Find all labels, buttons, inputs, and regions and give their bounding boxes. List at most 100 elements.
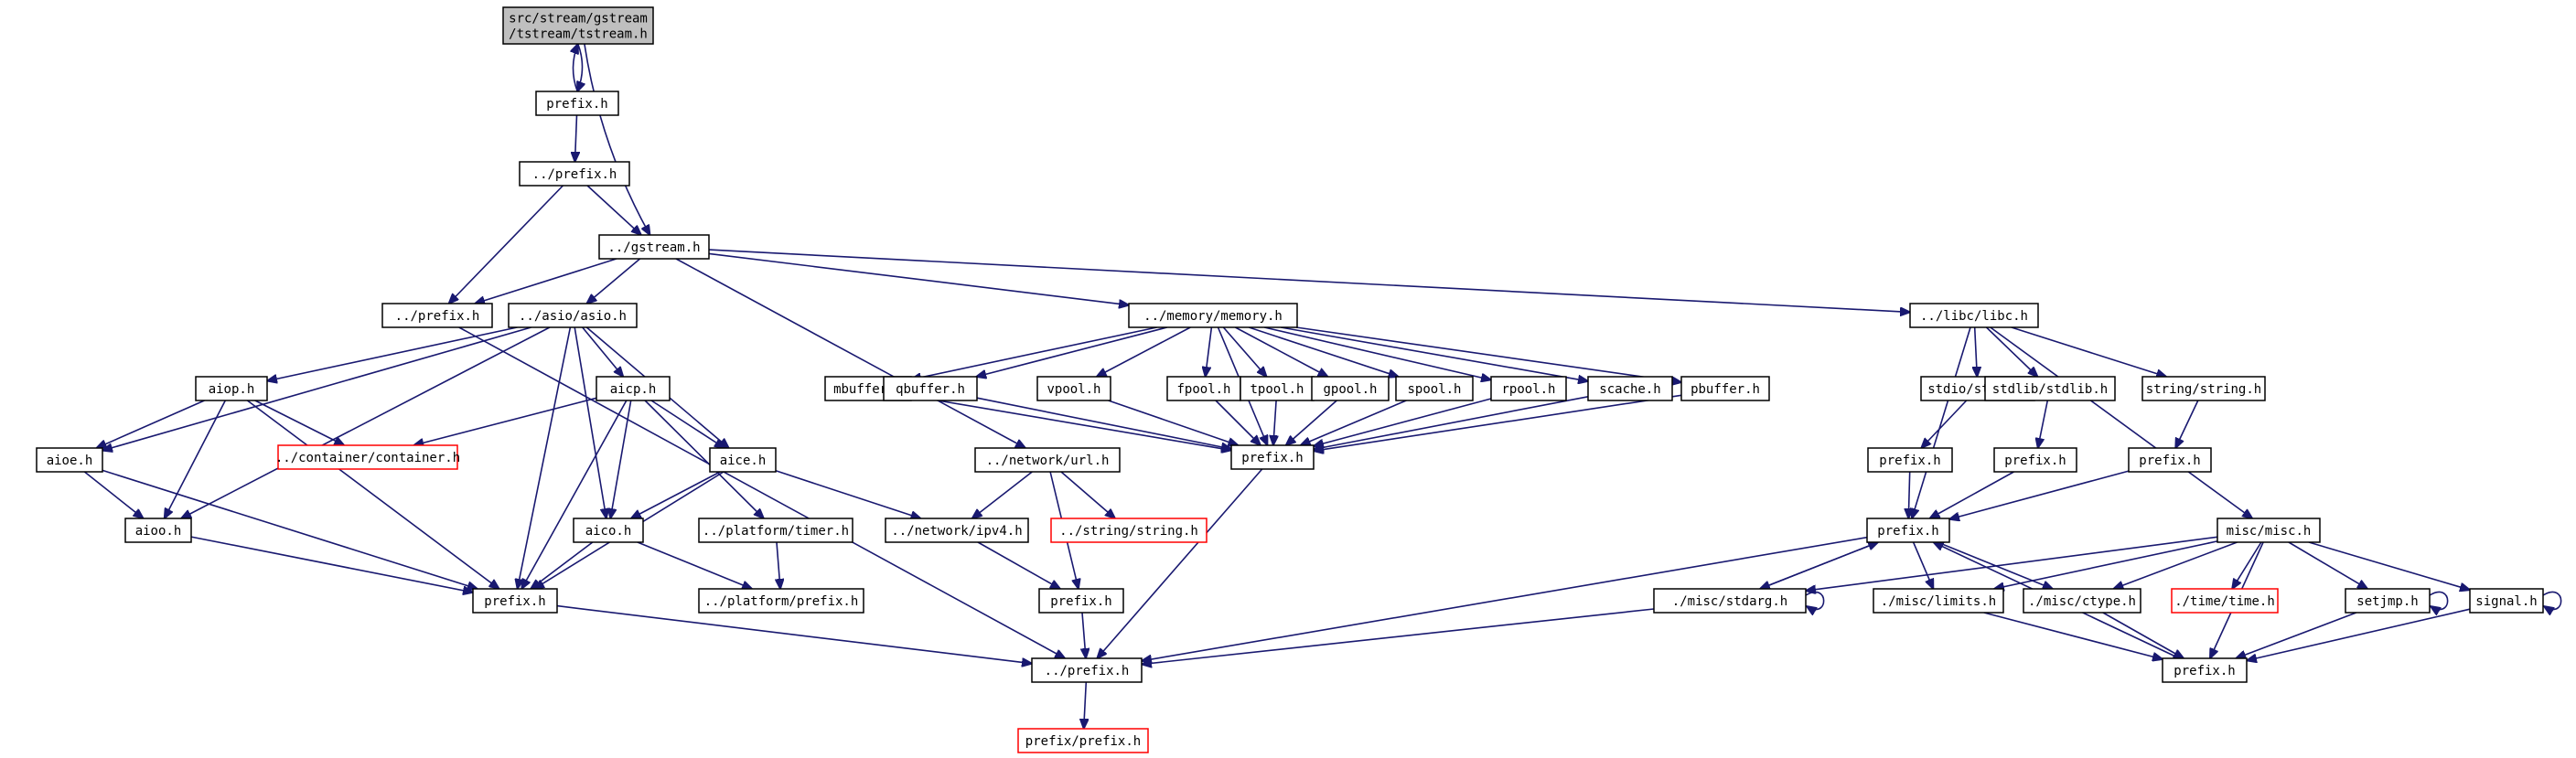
edge-asio-to-aico <box>574 326 606 518</box>
node-label: ../memory/memory.h <box>1143 309 1283 324</box>
node-libc[interactable]: ../libc/libc.h <box>1909 303 2039 328</box>
node-qbuffer[interactable]: qbuffer.h <box>883 376 978 401</box>
node-label: ./misc/limits.h <box>1881 594 1996 609</box>
node-aioo[interactable]: aioo.h <box>124 518 192 543</box>
node-label: ../network/ipv4.h <box>891 524 1022 539</box>
node-label: ../gstream.h <box>607 240 700 255</box>
edge-prefix_stdlib-to-prefix_libc <box>1930 471 2014 518</box>
node-box <box>2023 588 2141 614</box>
node-prefix-stdio[interactable]: prefix.h <box>1867 447 1953 473</box>
edge-gstream-to-libc <box>708 249 1910 312</box>
node-prefix-a[interactable]: prefix.h <box>535 91 619 116</box>
node-label: ../container/container.h <box>275 451 460 465</box>
node-box <box>519 161 630 187</box>
node-platform-prefix[interactable]: ../platform/prefix.h <box>698 588 864 614</box>
node-prefix-misc[interactable]: prefix.h <box>2162 657 2248 683</box>
node-time-missing[interactable]: ./time/time.h <box>2171 588 2279 614</box>
node-label: misc/misc.h <box>2227 524 2312 539</box>
node-prefix-memory[interactable]: prefix.h <box>1230 444 1315 470</box>
edge-aicp-to-aice <box>650 400 724 448</box>
node-string-missing[interactable]: ../string/string.h <box>1050 518 1208 543</box>
node-stdlib[interactable]: stdlib/stdlib.h <box>1984 376 2116 401</box>
edge-gpool-to-prefix_memory <box>1286 400 1337 445</box>
edge-string_string-to-prefix_string <box>2175 400 2199 448</box>
node-box <box>1311 376 1390 401</box>
node-label: aioe.h <box>47 454 93 468</box>
edge-asio-to-aioo <box>181 326 551 518</box>
edge-root-to-gstream <box>584 43 650 235</box>
node-prefix-asio[interactable]: prefix.h <box>472 588 558 614</box>
node-scache[interactable]: scache.h <box>1587 376 1673 401</box>
edge-misc_limits-to-prefix_misc <box>1983 612 2163 659</box>
edge-libc-to-stdlib <box>1985 326 2038 377</box>
edge-up_prefix_a-to-gstream <box>586 185 641 235</box>
node-root[interactable]: src/stream/gstream/tstream/tstream.h <box>502 6 654 45</box>
node-string-string[interactable]: string/string.h <box>2141 376 2266 401</box>
node-misc-ctype[interactable]: ./misc/ctype.h <box>2023 588 2141 614</box>
node-rpool[interactable]: rpool.h <box>1490 376 1567 401</box>
node-box <box>883 376 978 401</box>
node-box <box>1017 728 1149 753</box>
node-network-url[interactable]: ../network/url.h <box>974 447 1121 473</box>
node-prefix-string[interactable]: prefix.h <box>2128 447 2212 473</box>
node-label: prefix.h <box>2174 664 2235 678</box>
node-box <box>698 518 853 543</box>
node-label: pbuffer.h <box>1690 382 1760 397</box>
node-pbuffer[interactable]: pbuffer.h <box>1680 376 1770 401</box>
node-fpool[interactable]: fpool.h <box>1166 376 1241 401</box>
node-box <box>2345 588 2431 614</box>
edge-memory-to-pbuffer <box>1295 326 1681 382</box>
edge-memory-to-spool <box>1249 326 1398 377</box>
node-asio[interactable]: ../asio/asio.h <box>508 303 638 328</box>
node-memory[interactable]: ../memory/memory.h <box>1128 303 1298 328</box>
node-label: fpool.h <box>1176 382 1230 397</box>
node-up-prefix-c[interactable]: ../prefix.h <box>1031 657 1143 683</box>
edge-memory-to-vpool <box>1097 326 1191 377</box>
node-box <box>381 303 493 328</box>
node-box <box>1866 518 1950 543</box>
node-misc-stdarg[interactable]: ./misc/stdarg.h <box>1653 588 1807 614</box>
edge-prefix_a-to-up_prefix_a <box>575 114 577 162</box>
edge-misc_stdarg-to-up_prefix_c <box>1142 608 1655 665</box>
edge-aioo-to-prefix_asio <box>190 536 473 593</box>
edge-aiop-to-container <box>254 400 344 445</box>
node-label: aico.h <box>585 524 632 539</box>
edge-libc-to-prefix_libc <box>1912 326 1971 518</box>
node-platform-timer[interactable]: ../platform/timer.h <box>698 518 853 543</box>
node-up-prefix-b[interactable]: ../prefix.h <box>381 303 493 328</box>
node-gpool[interactable]: gpool.h <box>1311 376 1390 401</box>
edge-setjmp-to-setjmp <box>2430 591 2449 609</box>
node-gstream[interactable]: ../gstream.h <box>598 234 710 260</box>
node-up-prefix-a[interactable]: ../prefix.h <box>519 161 630 187</box>
node-network-ipv4[interactable]: ../network/ipv4.h <box>885 518 1029 543</box>
node-prefix-stdlib[interactable]: prefix.h <box>1993 447 2077 473</box>
edge-memory-to-mbuffer <box>911 326 1157 379</box>
node-aice[interactable]: aice.h <box>709 447 777 473</box>
node-misc-limits[interactable]: ./misc/limits.h <box>1873 588 2004 614</box>
node-aioe[interactable]: aioe.h <box>36 447 103 473</box>
node-aico[interactable]: aico.h <box>573 518 644 543</box>
node-box <box>974 447 1121 473</box>
node-signal[interactable]: signal.h <box>2469 588 2544 614</box>
node-aiop[interactable]: aiop.h <box>195 376 268 401</box>
node-box <box>698 588 864 614</box>
node-misc-misc[interactable]: misc/misc.h <box>2216 518 2321 543</box>
node-container[interactable]: ../container/container.h <box>275 444 460 470</box>
node-label: aicp.h <box>610 382 657 397</box>
node-spool[interactable]: spool.h <box>1395 376 1474 401</box>
edge-aioe-to-prefix_asio <box>102 469 478 589</box>
node-prefix-libc[interactable]: prefix.h <box>1866 518 1950 543</box>
edge-memory-to-gpool <box>1235 326 1327 377</box>
node-setjmp[interactable]: setjmp.h <box>2345 588 2431 614</box>
node-label: ../string/string.h <box>1059 524 1198 539</box>
node-aicp[interactable]: aicp.h <box>596 376 671 401</box>
node-box <box>1240 376 1315 401</box>
edge-misc_misc-to-misc_ctype <box>2113 541 2238 589</box>
node-prefix-prefix[interactable]: prefix/prefix.h <box>1017 728 1149 753</box>
node-box <box>2171 588 2279 614</box>
node-prefix-network[interactable]: prefix.h <box>1038 588 1124 614</box>
node-tpool[interactable]: tpool.h <box>1240 376 1315 401</box>
node-vpool[interactable]: vpool.h <box>1036 376 1111 401</box>
edge-scache-to-prefix_memory <box>1314 396 1589 450</box>
